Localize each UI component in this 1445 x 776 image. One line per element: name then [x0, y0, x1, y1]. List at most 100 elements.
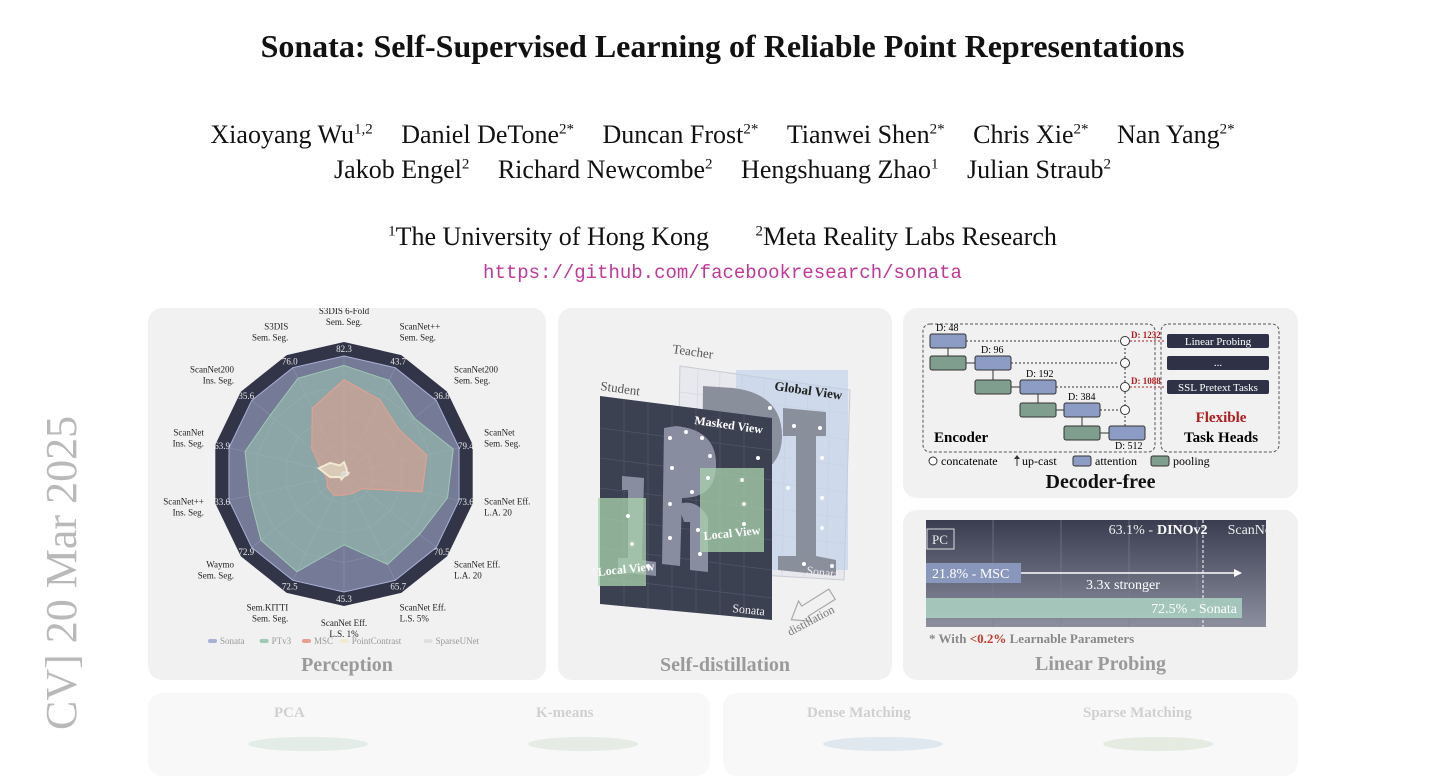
author: Tianwei Shen2* [786, 120, 945, 149]
dense-matching-caption: Dense Matching [807, 705, 911, 721]
dim-label: D: 48 [936, 323, 959, 334]
legend-label-sonata: Sonata [220, 636, 245, 646]
radar-tick-label: 63.9 [214, 441, 230, 451]
radar-axis-label: L.S. 5% [400, 614, 430, 624]
legend-label-msc: MSC [314, 636, 333, 646]
head-ssl-pretext: SSL Pretext Tasks [1178, 382, 1258, 394]
radar-tick-label: 72.9 [238, 547, 254, 557]
radar-axis-label: Sem. Seg. [326, 317, 362, 327]
bottom-panel-right: Dense Matching Sparse Matching [723, 693, 1298, 776]
dinov2-name: DINOv2 [1157, 523, 1208, 538]
author: Daniel DeTone2* [401, 120, 574, 149]
sparse-preview [1103, 737, 1213, 751]
dinov2-score: 63.1% - [1109, 523, 1154, 538]
series-sparseunet-area [341, 471, 347, 477]
decoder-free-panel: D: 48 D: 96 D: 192 D: 384 D: 512 D: 1232… [903, 308, 1298, 498]
radar-axis-label: L.S. 1% [329, 629, 359, 639]
stronger-label: 3.3x stronger [1086, 578, 1160, 593]
bottom-panel-left: PCA K-means [148, 693, 710, 776]
distillation-arrow [790, 588, 837, 623]
teacher-label: Teacher [672, 341, 715, 362]
author: Duncan Frost2* [602, 120, 759, 149]
legend-concatenate: concatenate [941, 454, 998, 468]
radar-axis-label: Sem. Seg. [252, 614, 288, 624]
local-view-label-left: Local View [597, 559, 655, 579]
author: Nan Yang2* [1117, 120, 1235, 149]
decoder-legend: concatenate up-cast attention pooling [928, 454, 1210, 468]
legend-label-sparseunet: SparseUNet [436, 636, 480, 646]
radar-axis-label: ScanNet Eff. [400, 603, 446, 613]
radar-axis-label: Sem. Seg. [198, 570, 234, 580]
radar-axis-label: L.A. 20 [454, 570, 482, 580]
author: Richard Newcombe2 [497, 155, 713, 184]
legend-label-pointcontrast: PointContrast [352, 636, 402, 646]
task-heads-label: Task Heads [1184, 430, 1258, 446]
legend-pooling: pooling [1173, 454, 1210, 468]
linear-probing-caption: Linear Probing [1035, 653, 1166, 675]
self-distillation-panel: Teacher Global View Sonata [558, 308, 892, 680]
radar-axis-label: ScanNet++ [163, 497, 204, 507]
radar-axis-label: Ins. Seg. [203, 376, 234, 386]
authors-line-2: Jakob Engel2 Richard Newcombe2 Hengshuan… [0, 155, 1445, 185]
github-link[interactable]: https://github.com/facebookresearch/sona… [483, 262, 962, 284]
radar-axis-label: Waymo [206, 559, 234, 569]
radar-axis-label: S3DIS [264, 321, 288, 331]
legend-attention: attention [1095, 454, 1137, 468]
dim-label: D: 384 [1068, 392, 1096, 403]
head-linear-probing: Linear Probing [1185, 336, 1252, 348]
radar-axis-label: Sem.KITTI [247, 603, 289, 613]
author: Hengshuang Zhao1 [741, 155, 939, 184]
radar-tick-label: 65.7 [390, 582, 406, 592]
author: Xiaoyang Wu1,2 [210, 120, 373, 149]
radar-axis-label: Sem. Seg. [484, 438, 520, 448]
student-sheet [598, 396, 834, 620]
author: Julian Straub2 [966, 155, 1111, 184]
radar-tick-label: 76.0 [282, 356, 298, 366]
distillation-label: distillation [785, 602, 837, 638]
kmeans-caption: K-means [536, 705, 594, 721]
student-sonata-label: Sonata [732, 601, 767, 618]
radar-axis-label: ScanNet++ [400, 321, 441, 331]
radar-tick-label: 73.6 [458, 497, 474, 507]
self-distillation-caption: Self-distillation [659, 654, 790, 676]
radar-tick-label: 70.5 [434, 547, 450, 557]
radar-axis-label: ScanNet200 [190, 365, 234, 375]
legend-swatch-pointcontrast [339, 639, 349, 643]
radar-axis-label: ScanNet Eff. [484, 497, 530, 507]
pca-preview [248, 737, 368, 751]
radar-axis-label: Ins. Seg. [173, 508, 204, 518]
pca-caption: PCA [274, 705, 305, 721]
radar-axis-label: ScanNet200 [454, 365, 498, 375]
radar-axis-label: ScanNet [173, 427, 204, 437]
radar-axis-label: Ins. Seg. [173, 438, 204, 448]
head-ellipsis: ... [1214, 357, 1223, 369]
radar-axis-label: L.A. 20 [484, 508, 512, 518]
paper-title: Sonata: Self-Supervised Learning of Reli… [260, 28, 1185, 64]
linear-probing-panel: PC ScanNet 63.1% - DINOv2 21.8% - MSC 3.… [903, 510, 1298, 680]
radar-tick-label: 43.7 [390, 356, 406, 366]
decoder-free-caption: Decoder-free [1045, 471, 1156, 493]
concat-dim-1: D: 1232 [1131, 330, 1161, 340]
linear-probing-figure: PC ScanNet 63.1% - DINOv2 21.8% - MSC 3.… [926, 520, 1275, 646]
legend-swatch-sonata [208, 639, 217, 643]
legend-swatch-msc [302, 639, 311, 643]
radar-axis-label: Sem. Seg. [454, 376, 490, 386]
legend-upcast: up-cast [1022, 454, 1057, 468]
sonata-label: 72.5% - Sonata [1151, 602, 1238, 617]
author: Jakob Engel2 [334, 155, 470, 184]
radar-axis-label: ScanNet Eff. [454, 559, 500, 569]
perception-caption: Perception [301, 654, 393, 676]
stronger-arrowhead [1234, 569, 1243, 577]
encoder-label: Encoder [934, 430, 989, 446]
sonata-bar [926, 598, 1242, 618]
affiliation: 2Meta Reality Labs Research [755, 222, 1057, 251]
kmeans-preview [528, 737, 638, 751]
msc-label: 21.8% - MSC [932, 567, 1009, 582]
authors-line-1: Xiaoyang Wu1,2 Daniel DeTone2* Duncan Fr… [0, 120, 1445, 150]
radar-tick-label: 33.6 [214, 497, 230, 507]
radar-tick-label: 35.6 [238, 391, 254, 401]
radar-axis-label: Sem. Seg. [400, 332, 436, 342]
legend-swatch-sparseunet [423, 639, 433, 643]
